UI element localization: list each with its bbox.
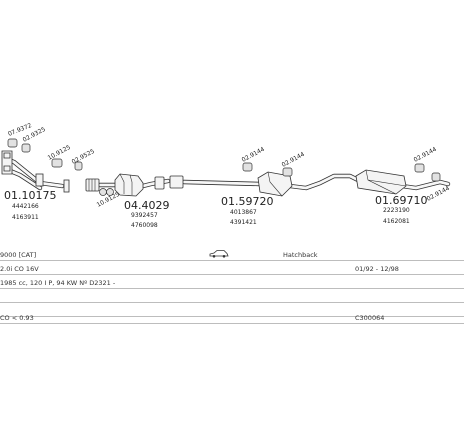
info-row-empty-1 (0, 290, 464, 303)
flange-joint (154, 175, 184, 190)
middle-silencer (257, 171, 293, 197)
info-row-engine: 2.0i CO 16V 01/92 - 12/98 (0, 262, 464, 275)
middle-silencer-oe-number-b: 4391421 (230, 219, 257, 226)
model-label: 9000 [CAT] (0, 251, 37, 259)
engine-label: 2.0i CO 16V (0, 265, 39, 273)
info-row-specs: 1985 cc, 120 I P, 94 KW Nº D2321 - (0, 276, 464, 289)
middle-silencer-part-number: 01.59720 (221, 195, 274, 208)
fitting-clamp-2 (21, 143, 31, 153)
fitting-hanger-8 (414, 163, 425, 173)
rear-silencer-oe-number-a: 2223190 (383, 207, 410, 214)
fitting-number-4: 02.9525 (71, 148, 96, 166)
tail-pipe (399, 179, 451, 191)
hatchback-car-icon (209, 250, 229, 258)
fitting-hanger-6 (242, 162, 253, 172)
manifold-part-number: 01.10175 (4, 189, 57, 202)
catalyst-oe-number-b: 4760098 (131, 222, 158, 229)
info-row-model: 9000 [CAT] Hatchback (0, 248, 464, 261)
exhaust-system-diagram: 01.10175 04.4029 01.59720 01.69710 44421… (1, 122, 451, 229)
fitting-number-9: 02.9144 (426, 185, 451, 203)
engine-specs: 1985 cc, 120 I P, 94 KW Nº D2321 - (0, 279, 116, 287)
catalyst-oe-number-a: 9392457 (131, 212, 158, 219)
rear-silencer (355, 169, 407, 195)
co-value: CO < 0.93 (0, 314, 34, 322)
fitting-hanger-5 (99, 188, 114, 196)
fitting-clamp-1 (7, 138, 18, 148)
body-type-label: Hatchback (283, 251, 318, 259)
manifold-oe-number-b: 4163911 (12, 214, 39, 221)
manifold-flange (1, 150, 13, 175)
info-row-co: CO < 0.93 C300064 (0, 311, 464, 324)
middle-silencer-oe-number-a: 4013867 (230, 209, 257, 216)
fitting-hanger-7 (282, 167, 293, 177)
fitting-number-6: 02.9144 (241, 146, 266, 164)
catalyst-part-number: 04.4029 (124, 199, 170, 212)
fitting-number-8: 02.9144 (413, 146, 438, 164)
vehicle-info-table: 9000 [CAT] Hatchback 2.0i CO 16V 01/92 -… (0, 245, 464, 441)
rear-silencer-part-number: 01.69710 (375, 194, 428, 207)
centre-to-rear-pipe (287, 173, 361, 191)
info-row-empty-2 (0, 304, 464, 317)
gasket-front (35, 173, 70, 193)
fitting-hanger-9 (431, 172, 441, 182)
intermediate-pipe (181, 179, 263, 187)
fitting-clamp-3 (51, 158, 63, 168)
flexible-joint (85, 178, 100, 192)
fitting-clamp-4 (74, 161, 83, 171)
system-code: C300064 (355, 314, 385, 322)
fitting-number-7: 02.9144 (281, 151, 306, 169)
catalytic-converter (114, 173, 144, 197)
rear-silencer-oe-number-b: 4162081 (383, 218, 410, 225)
production-years: 01/92 - 12/98 (355, 265, 399, 273)
manifold-oe-number-a: 4442166 (12, 203, 39, 210)
